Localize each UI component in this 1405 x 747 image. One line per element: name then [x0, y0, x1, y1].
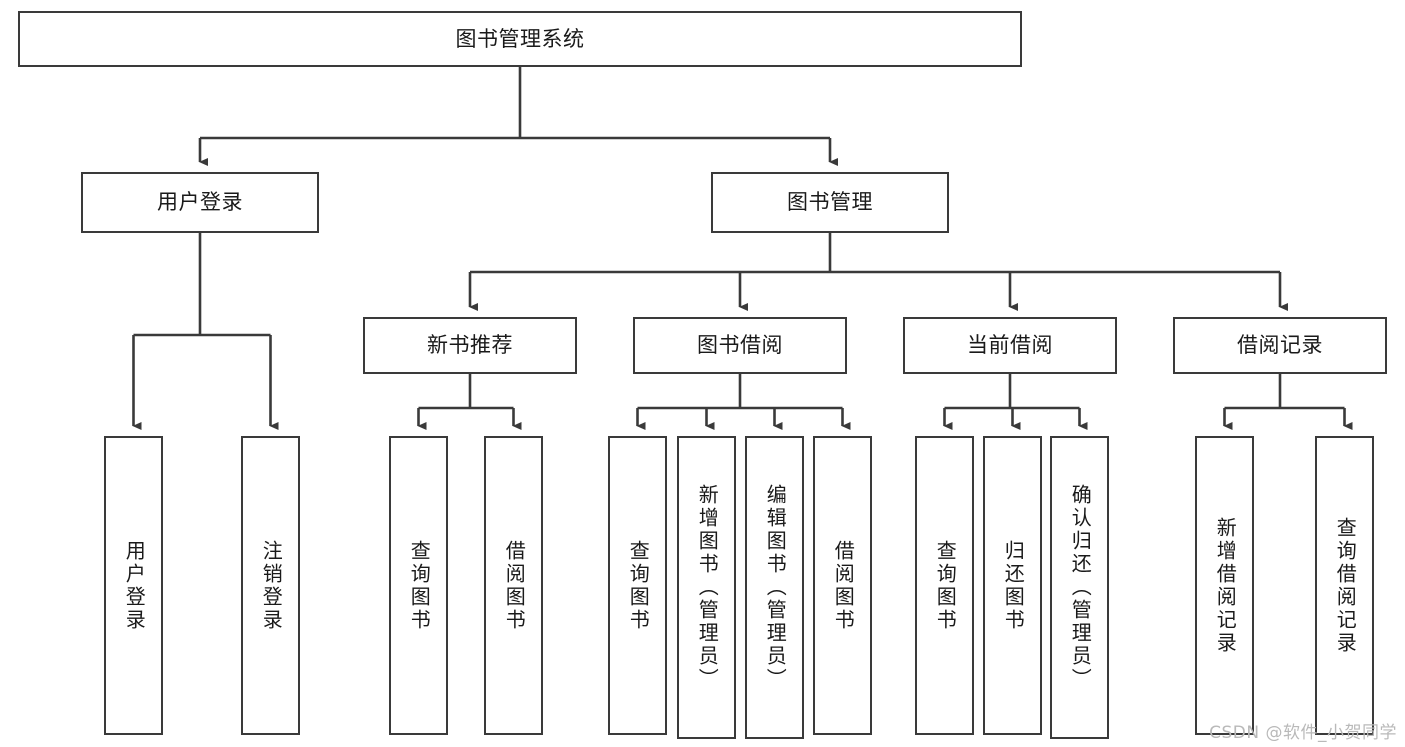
node-book-manage[interactable]: 图书管理: [711, 172, 949, 233]
node-label: 借阅记录: [1237, 333, 1323, 358]
node-book-borrow[interactable]: 图书借阅: [633, 317, 847, 374]
node-leaf-br-query[interactable]: 查询借阅记录: [1315, 436, 1374, 735]
node-leaf-cb-return[interactable]: 归还图书: [983, 436, 1042, 735]
node-label: 注销登录: [259, 539, 284, 632]
node-label: 查询图书: [626, 539, 651, 632]
node-label: 查询图书: [933, 539, 958, 632]
node-leaf-rec-query[interactable]: 查询图书: [389, 436, 448, 735]
node-root[interactable]: 图书管理系统: [18, 11, 1022, 67]
node-leaf-cb-confirm[interactable]: 确认归还（管理员）: [1050, 436, 1109, 739]
node-label: 用户登录: [122, 539, 147, 632]
node-label: 当前借阅: [967, 333, 1053, 358]
node-leaf-user-logout[interactable]: 注销登录: [241, 436, 300, 735]
node-current-borrow[interactable]: 当前借阅: [903, 317, 1117, 374]
node-label: 图书管理系统: [455, 26, 585, 51]
node-label: 图书借阅: [697, 333, 783, 358]
node-label: 图书管理: [787, 190, 873, 215]
node-label: 编辑图书（管理员）: [763, 484, 788, 691]
node-label: 用户登录: [157, 190, 243, 215]
node-label: 确认归还（管理员）: [1068, 484, 1093, 691]
node-label: 查询借阅记录: [1333, 516, 1358, 655]
node-label: 新增图书（管理员）: [695, 484, 720, 691]
node-leaf-bb-query[interactable]: 查询图书: [608, 436, 667, 735]
edges-group: [132, 67, 1353, 430]
node-new-book-rec[interactable]: 新书推荐: [363, 317, 577, 374]
node-label: 借阅图书: [831, 539, 856, 632]
node-leaf-bb-add[interactable]: 新增图书（管理员）: [677, 436, 736, 739]
node-user-login[interactable]: 用户登录: [81, 172, 319, 233]
node-leaf-cb-query[interactable]: 查询图书: [915, 436, 974, 735]
node-label: 归还图书: [1001, 539, 1026, 632]
node-label: 查询图书: [407, 539, 432, 632]
node-label: 新书推荐: [427, 333, 513, 358]
node-leaf-user-login[interactable]: 用户登录: [104, 436, 163, 735]
node-leaf-bb-borrow[interactable]: 借阅图书: [813, 436, 872, 735]
node-borrow-record[interactable]: 借阅记录: [1173, 317, 1387, 374]
node-leaf-br-add[interactable]: 新增借阅记录: [1195, 436, 1254, 735]
node-leaf-rec-borrow[interactable]: 借阅图书: [484, 436, 543, 735]
node-label: 借阅图书: [502, 539, 527, 632]
node-label: 新增借阅记录: [1213, 516, 1238, 655]
node-leaf-bb-edit[interactable]: 编辑图书（管理员）: [745, 436, 804, 739]
